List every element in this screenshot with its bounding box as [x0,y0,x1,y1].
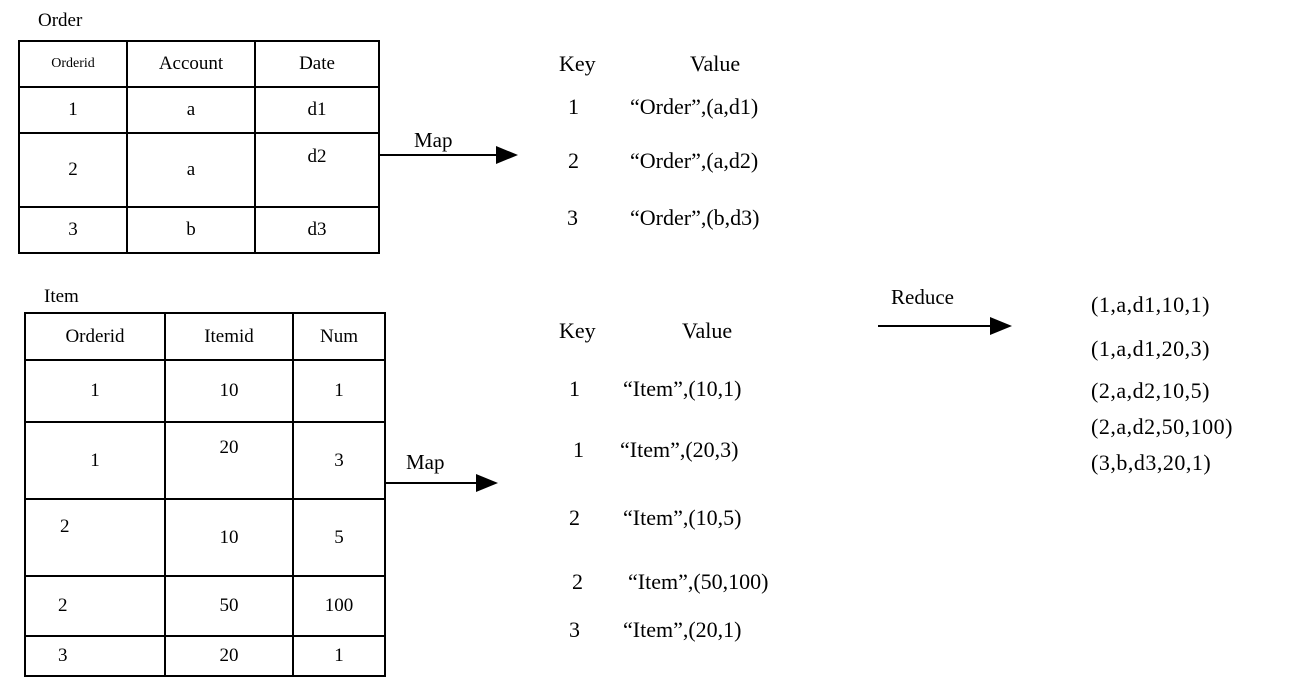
result-row: (1,a,d1,10,1) [1091,292,1210,317]
reduce-label: Reduce [891,285,954,309]
item-cell-orderid: 2 [24,575,166,637]
item-header-row: Orderid Itemid Num [24,312,386,361]
item-cell-itemid: 50 [164,575,294,637]
item-kv-value: “Item”,(50,100) [628,569,769,594]
item-cell-orderid: 3 [24,635,166,677]
order-cell-date: d2 [254,132,380,208]
item-cell-num: 1 [292,359,386,423]
order-kv-value: “Order”,(a,d1) [630,94,759,119]
order-map-label: Map [414,128,453,152]
item-kv-key: 1 [573,437,584,462]
item-kv-key: 3 [569,617,580,642]
order-header-date: Date [254,40,380,88]
order-table-title: Order [38,10,83,31]
order-cell-date: d1 [254,86,380,134]
order-kv-value-header: Value [690,51,741,76]
item-row: 3 20 1 [24,635,386,677]
item-cell-itemid: 20 [164,421,294,500]
order-kv-value: “Order”,(a,d2) [630,148,759,173]
item-kv-key: 1 [569,376,580,401]
order-cell-account: a [126,86,256,134]
item-header-itemid: Itemid [164,312,294,361]
order-kv-key: 3 [567,205,578,230]
item-cell-itemid: 20 [164,635,294,677]
order-row: 3 b d3 [18,206,380,254]
item-row: 1 10 1 [24,359,386,423]
result-row: (2,a,d2,10,5) [1091,378,1210,403]
order-header-orderid: Orderid [18,40,128,88]
item-cell-num: 5 [292,498,386,577]
item-cell-itemid: 10 [164,359,294,423]
item-kv-value: “Item”,(10,5) [623,505,742,530]
item-cell-orderid: 1 [24,421,166,500]
order-table: Orderid Account Date 1 a d1 2 a d2 3 b d… [18,40,380,254]
order-cell-orderid: 3 [18,206,128,254]
order-kv-key-header: Key [559,51,596,76]
item-header-num: Num [292,312,386,361]
order-cell-orderid: 2 [18,132,128,208]
item-kv-key: 2 [572,569,583,594]
order-row: 2 a d2 [18,132,380,208]
item-map-arrow [386,474,498,492]
item-kv-value: “Item”,(10,1) [623,376,742,401]
result-row: (2,a,d2,50,100) [1091,414,1233,439]
item-kv-key-header: Key [559,318,596,343]
item-cell-itemid: 10 [164,498,294,577]
order-cell-account: a [126,132,256,208]
item-cell-orderid: 2 [24,498,166,577]
order-header-row: Orderid Account Date [18,40,380,88]
item-cell-num: 1 [292,635,386,677]
result-row: (3,b,d3,20,1) [1091,450,1212,475]
item-kv-value: “Item”,(20,1) [623,617,742,642]
item-cell-num: 100 [292,575,386,637]
item-map-label: Map [406,450,445,474]
item-kv-key: 2 [569,505,580,530]
order-cell-account: b [126,206,256,254]
item-table: Orderid Itemid Num 1 10 1 1 20 3 2 10 5 … [24,312,386,677]
item-header-orderid: Orderid [24,312,166,361]
item-cell-num: 3 [292,421,386,500]
order-header-account: Account [126,40,256,88]
order-kv-value: “Order”,(b,d3) [630,205,760,230]
item-row: 2 10 5 [24,498,386,577]
result-row: (1,a,d1,20,3) [1091,336,1210,361]
item-kv-value-header: Value [682,318,733,343]
order-kv-key: 1 [568,94,579,119]
item-kv-value: “Item”,(20,3) [620,437,739,462]
order-kv-key: 2 [568,148,579,173]
item-row: 1 20 3 [24,421,386,500]
item-cell-orderid: 1 [24,359,166,423]
order-row: 1 a d1 [18,86,380,134]
order-cell-date: d3 [254,206,380,254]
item-row: 2 50 100 [24,575,386,637]
reduce-arrow [878,317,1012,335]
item-table-title: Item [44,286,79,307]
order-cell-orderid: 1 [18,86,128,134]
